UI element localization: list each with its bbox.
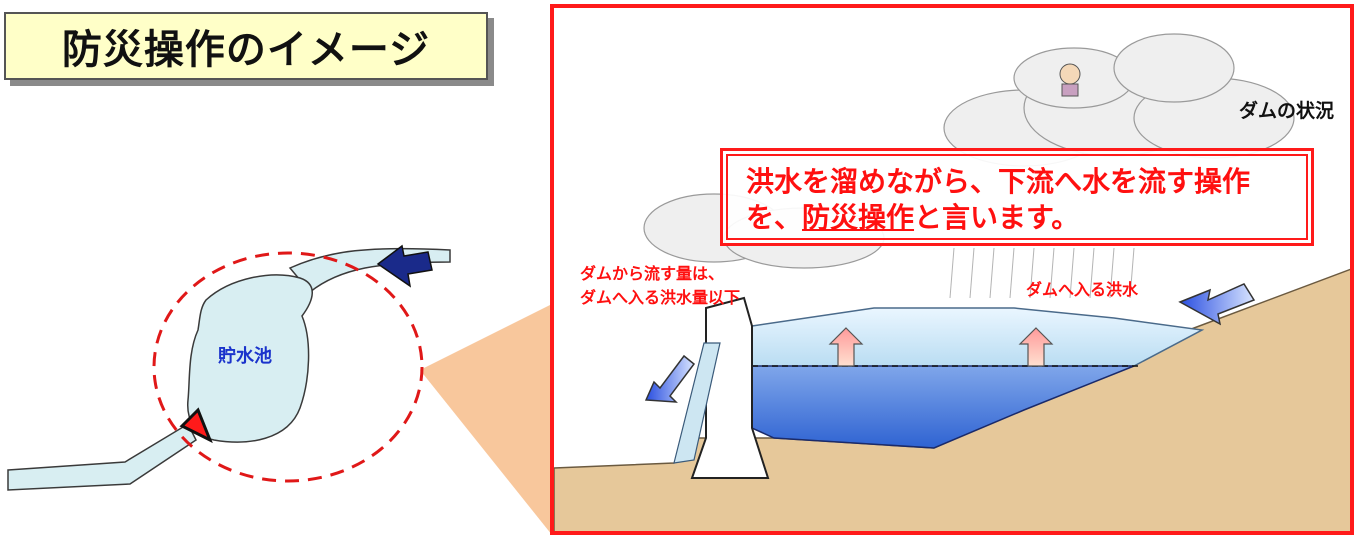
outflow-label: ダムから流す量は、 ダムへ入る洪水量以下 [580,262,740,310]
page-title: 防災操作のイメージ [4,12,488,80]
flood-control-callout: 洪水を溜めながら、下流へ水を流す操作 を、防災操作と言います。 [720,148,1314,246]
callout-line-2-prefix: を、 [746,201,803,234]
dam-status-label: ダムの状況 [1238,100,1334,122]
zoom-circle [152,251,424,483]
callout-line-2-suffix: と言います。 [914,201,1080,234]
outflow-arrow-icon [644,354,696,403]
outflow-label-line-2: ダムへ入る洪水量以下 [580,288,741,307]
dam-cross-section [554,33,1350,531]
zoom-connector [420,304,552,535]
reservoir-overview-diagram [7,244,552,535]
storm-clouds [643,33,1295,269]
inflow-arrow-icon [376,244,433,288]
water-rise-arrow-left-icon [828,327,864,367]
callout-line-2: を、防災操作と言います。 [746,200,1296,236]
rain [949,247,1135,299]
flood-inflow-arrow-icon [1178,283,1256,326]
dam-marker [179,407,213,444]
callout-term: 防災操作 [802,201,915,234]
water-rise-arrow-right-icon [1018,327,1054,367]
person-on-cloud-icon [1059,63,1081,97]
inflow-label: ダムへ入る洪水 [1026,280,1139,299]
downstream-river [7,422,197,491]
spillway-water [673,342,721,464]
reservoir-shape [187,274,313,443]
reservoir-label: 貯水池 [218,346,272,367]
flood-storage-water [751,307,1205,369]
outflow-label-line-1: ダムから流す量は、 [580,264,725,283]
dam-detail-panel: ダムの状況 洪水を溜めながら、下流へ水を流す操作 を、防災操作と言います。 ダム… [550,4,1354,535]
callout-line-1: 洪水を溜めながら、下流へ水を流す操作 [746,165,1251,198]
